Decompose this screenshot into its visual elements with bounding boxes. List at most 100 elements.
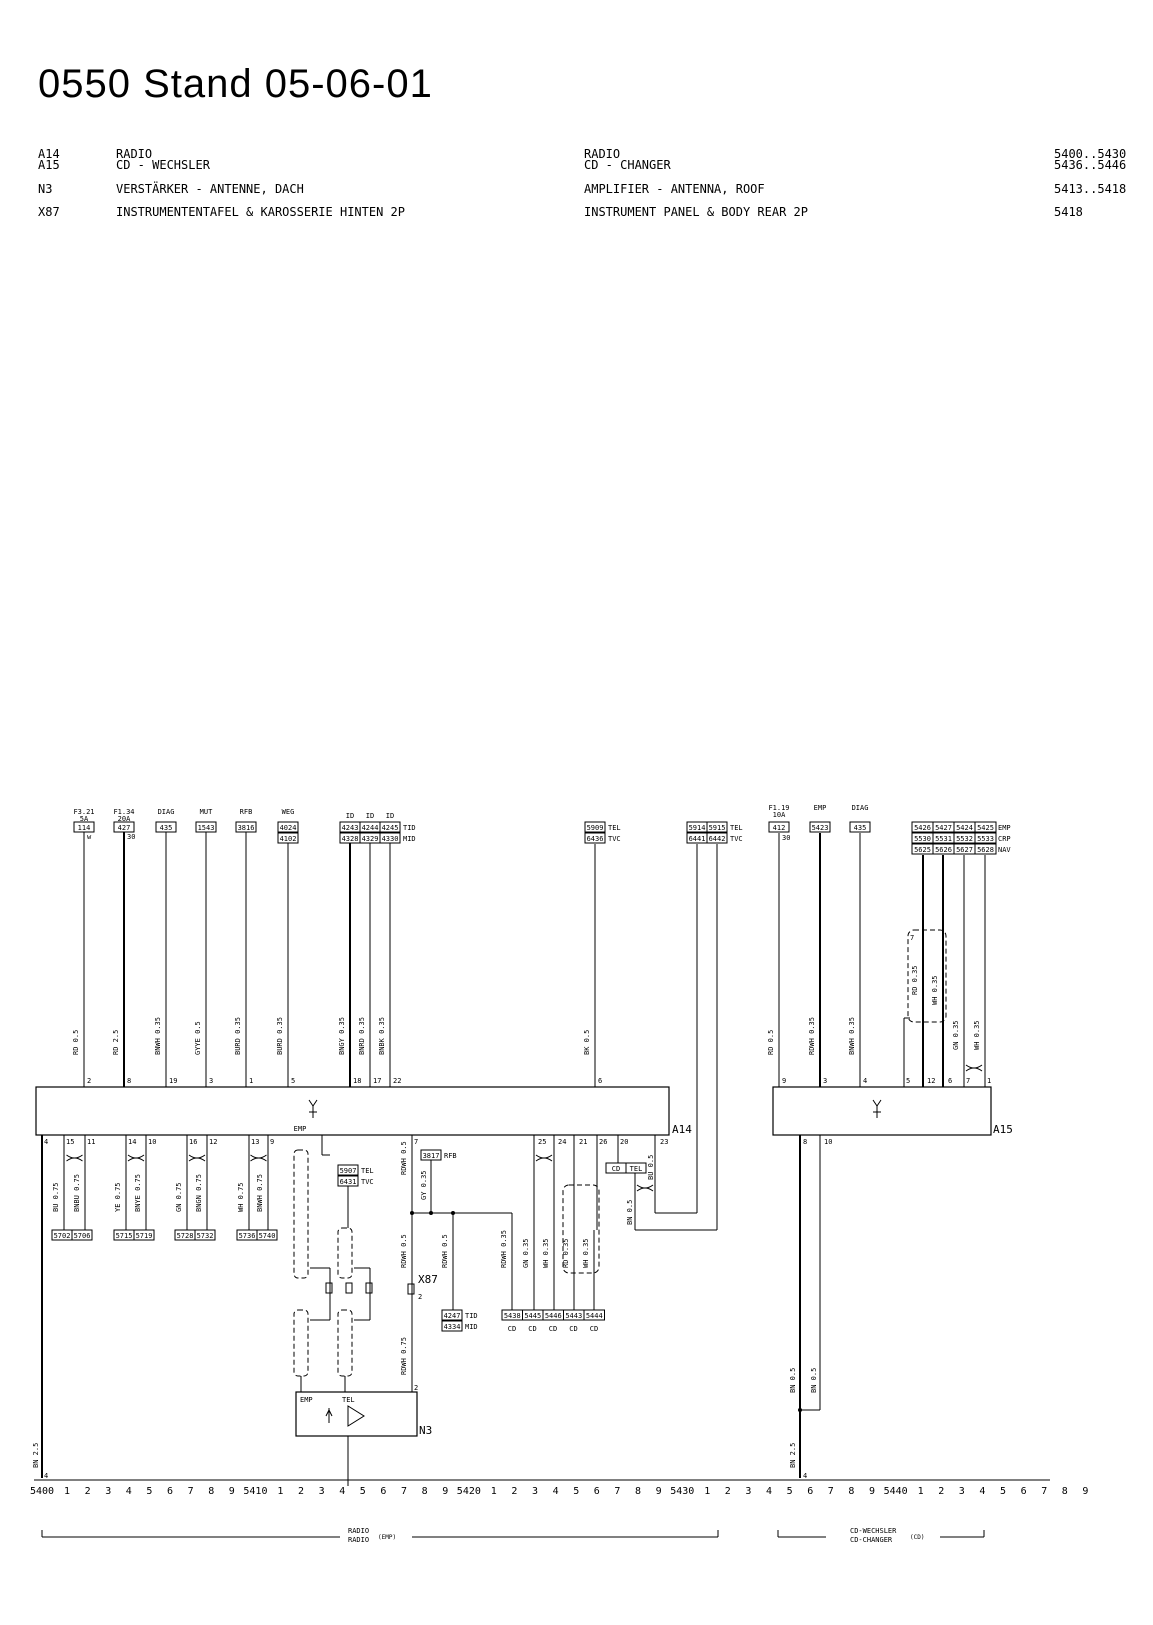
speaker-ref-box-outline [71, 1229, 93, 1241]
fuse-label: F1.34 [113, 808, 134, 816]
grid-ref-box-outline [974, 821, 997, 833]
cd-ref-box: 5443 [565, 1312, 582, 1320]
legend-desc-de: RADIO [116, 147, 153, 161]
tel-ref-box-outline [706, 821, 728, 833]
speaker-ref-box: 5702 [54, 1232, 71, 1240]
a15-pin-number: 4 [863, 1077, 867, 1085]
pin-label: 30 [127, 833, 135, 841]
a14-pin-number: 17 [373, 1077, 381, 1085]
ruler-tick: 3 [319, 1486, 325, 1497]
grid-tag: NAV [998, 846, 1011, 854]
wire-label: BN 0.5 [626, 1200, 634, 1225]
ruler-tick: 5 [360, 1486, 366, 1497]
legend-ref: 5418 [1054, 205, 1083, 219]
ruler-tick: 2 [725, 1486, 731, 1497]
coax-shield-outline [293, 1309, 309, 1377]
wire-label: RD 0.35 [911, 965, 919, 995]
ruler-tick: 1 [918, 1486, 924, 1497]
id-tag: MID [403, 835, 416, 843]
legend-desc-de: CD - WECHSLER [116, 158, 210, 172]
a14-radio-box [35, 1086, 670, 1136]
wire-label: RD 0.35 [562, 1238, 570, 1268]
wire-label: RD 2.5 [112, 1030, 120, 1055]
ruler-tick: 7 [188, 1486, 194, 1497]
ruler-tick: 2 [298, 1486, 304, 1497]
n3-tel-label: TEL [342, 1396, 355, 1404]
ruler-tick: 5400 [30, 1486, 54, 1497]
ruler-tick: 4 [979, 1486, 985, 1497]
twisted-pair-symbol [636, 1184, 654, 1192]
ref-box-outline [277, 821, 299, 833]
a15-pin-number: 5 [906, 1077, 910, 1085]
cd-ref-box: 5438 [504, 1312, 521, 1320]
ground-pin: 4 [803, 1472, 807, 1480]
tel-ref-box-outline [706, 832, 728, 844]
id-ref-box-outline [379, 821, 401, 833]
grid-ref-box: 5424 [956, 824, 973, 832]
a14-pin-number: 13 [251, 1138, 259, 1146]
x87-pin: 2 [418, 1293, 422, 1301]
grid-ref-box: 5625 [914, 846, 931, 854]
a14-pin-number: 5 [291, 1077, 295, 1085]
a15-cd-changer-box [772, 1086, 992, 1136]
ruler-tick: 5430 [670, 1486, 694, 1497]
a15-pin-number: 3 [823, 1077, 827, 1085]
section-label: CD-WECHSLER [850, 1527, 897, 1535]
tel-tag: TEL [730, 824, 743, 832]
wire-label: BN 2.5 [789, 1443, 797, 1468]
twisted-pair-symbol [250, 1154, 267, 1162]
a14-pin-number: 23 [660, 1138, 668, 1146]
wire-label: BNGY 0.35 [338, 1017, 346, 1055]
tel-ref-box-outline [584, 821, 606, 833]
shield-mark: 7 [910, 934, 914, 942]
speaker-ref-box: 5706 [74, 1232, 91, 1240]
speaker-ref-box: 5728 [177, 1232, 194, 1240]
tel-tag: TVC [730, 835, 743, 843]
ruler-tick: 4 [553, 1486, 559, 1497]
fuse-label: EMP [814, 804, 827, 812]
legend-desc-de: INSTRUMENTENTAFEL & KAROSSERIE HINTEN 2P [116, 205, 405, 219]
a14-pin-number: 12 [209, 1138, 217, 1146]
grid-ref-box-outline [974, 843, 997, 855]
n3-label: N3 [419, 1424, 432, 1437]
grid-ref-box: 5532 [956, 835, 973, 843]
ruler-tick: 8 [208, 1486, 214, 1497]
tel-ref-box-outline [337, 1164, 359, 1176]
ruler-tick: 3 [532, 1486, 538, 1497]
ref-box: 4102 [280, 835, 297, 843]
ruler-tick: 7 [401, 1486, 407, 1497]
section-code: (EMP) [378, 1534, 396, 1541]
grid-ref-box: 5426 [914, 824, 931, 832]
ruler-tick: 1 [277, 1486, 283, 1497]
antenna-arrow-icon [325, 1408, 333, 1417]
id-ref-box: 4329 [362, 835, 379, 843]
wire-label: BN 0.5 [789, 1368, 797, 1393]
a14-pin-number: 24 [558, 1138, 566, 1146]
cd-shield-outline [562, 1184, 600, 1274]
fuse-label: 20A [118, 815, 131, 823]
ruler-tick: 6 [167, 1486, 173, 1497]
a15-label: A15 [993, 1123, 1013, 1136]
twisted-pair-symbol [127, 1154, 145, 1162]
ruler-tick: 1 [704, 1486, 710, 1497]
speaker-ref-box: 5736 [239, 1232, 256, 1240]
fuse-label: RFB [240, 808, 253, 816]
fuse-label: F3.21 [73, 808, 94, 816]
legend-code: A14 [38, 147, 60, 161]
ruler-tick: 5 [787, 1486, 793, 1497]
wire-label: BU 0.75 [52, 1182, 60, 1212]
cd-ref-box-outline [583, 1309, 605, 1321]
grid-ref-box: 5425 [977, 824, 994, 832]
a14-pin-number: 21 [579, 1138, 587, 1146]
ruler-tick: 2 [938, 1486, 944, 1497]
ruler-tick: 8 [848, 1486, 854, 1497]
id-ref-box: 4245 [382, 824, 399, 832]
ruler-tick: 7 [1041, 1486, 1047, 1497]
tel-ref-box: 6431 [340, 1178, 357, 1186]
pin-label: w [87, 833, 92, 841]
id-ref-box: 4330 [382, 835, 399, 843]
a14-pin-number: 22 [393, 1077, 401, 1085]
wire-label: BURD 0.35 [276, 1017, 284, 1055]
a14-pin-number: 1 [249, 1077, 253, 1085]
